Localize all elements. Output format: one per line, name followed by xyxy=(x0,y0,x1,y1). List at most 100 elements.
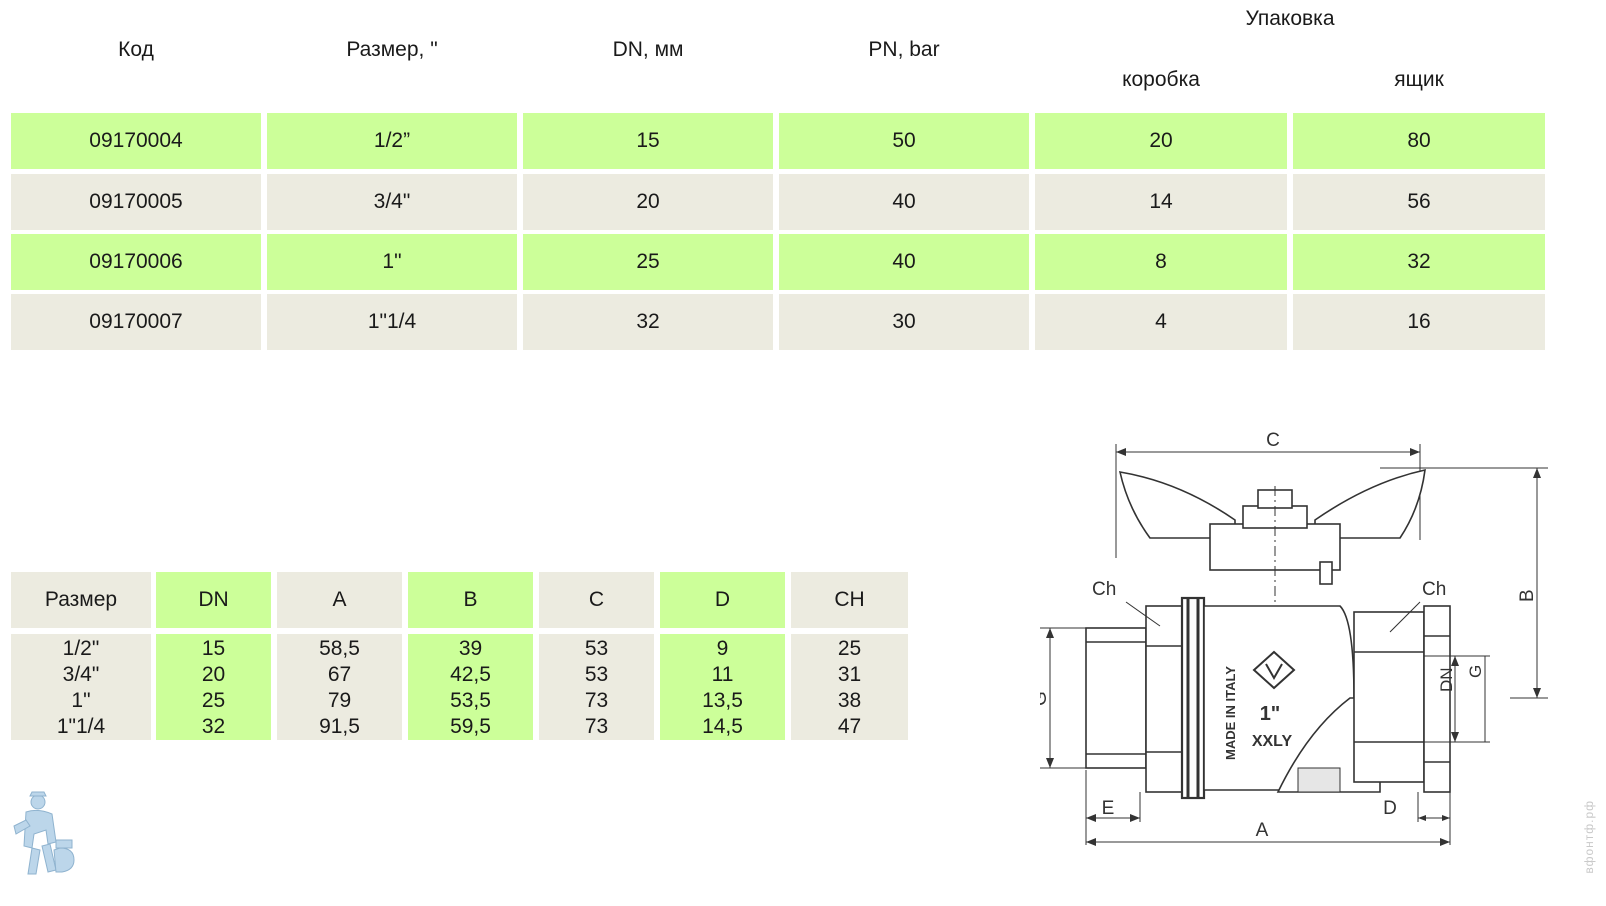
dim-cell: 20 xyxy=(201,663,226,686)
dim-cell: 15 xyxy=(201,637,226,660)
dim-cell: 1"1/4 xyxy=(56,715,106,738)
dim-cell: 42,5 xyxy=(450,663,491,686)
dim-column-a: 58,5 67 79 91,5 xyxy=(277,634,402,740)
dim-cell: 47 xyxy=(837,715,862,738)
table-row: 09170006 1" 25 40 8 32 xyxy=(11,234,1595,290)
valve-body: MADE IN ITALY 1" XXLY xyxy=(1085,596,1451,800)
dim-cell: 39 xyxy=(458,637,483,660)
cell-size: 1" xyxy=(267,234,517,290)
table-row: 09170005 3/4" 20 40 14 56 xyxy=(11,174,1595,230)
dim-cell: 38 xyxy=(837,689,862,712)
dim-header-b: B xyxy=(408,572,533,628)
dim-cell: 1/2" xyxy=(62,637,100,660)
cell-dn: 20 xyxy=(523,174,773,230)
cell-size: 1/2” xyxy=(267,113,517,169)
dim-cell: 91,5 xyxy=(319,715,360,738)
header-crate: ящик xyxy=(1394,68,1444,91)
dim-cell: 79 xyxy=(327,689,352,712)
label-ch-left: Ch xyxy=(1092,579,1116,600)
cell-crate: 80 xyxy=(1293,113,1545,169)
dim-cell: 13,5 xyxy=(702,689,743,712)
dim-header-size: Размер xyxy=(11,572,151,628)
label-e: E xyxy=(1102,798,1115,819)
dimension-e: E xyxy=(1085,770,1141,845)
dim-cell: 53 xyxy=(584,663,609,686)
dim-header-d: D xyxy=(660,572,785,628)
dim-header-a: A xyxy=(277,572,402,628)
dim-cell: 11 xyxy=(711,663,734,686)
cell-size: 1"1/4 xyxy=(267,294,517,350)
dim-cell: 25 xyxy=(837,637,862,660)
butterfly-handle xyxy=(1118,468,1426,610)
cell-dn: 25 xyxy=(523,234,773,290)
dim-cell: 58,5 xyxy=(319,637,360,660)
dim-cell: 73 xyxy=(584,689,609,712)
plumber-mascot-icon xyxy=(13,791,75,875)
header-packaging: Упаковка xyxy=(1245,7,1335,30)
label-a: A xyxy=(1256,820,1269,841)
label-ch-right: Ch xyxy=(1422,579,1446,600)
dim-column-ch: 25 31 38 47 xyxy=(791,634,908,740)
table-row: 09170004 1/2” 15 50 20 80 xyxy=(11,113,1595,169)
cell-crate: 16 xyxy=(1293,294,1545,350)
cell-code: 09170004 xyxy=(11,113,261,169)
size-mark: 1" xyxy=(1260,703,1281,725)
cell-dn: 32 xyxy=(523,294,773,350)
dimension-dn-g-right: DN G xyxy=(1424,655,1490,743)
label-g-left: G xyxy=(1040,691,1051,706)
table-row: 09170007 1"1/4 32 30 4 16 xyxy=(11,294,1595,350)
dim-cell: 9 xyxy=(716,637,729,660)
dim-cell: 53 xyxy=(584,637,609,660)
dim-column-dn: 15 20 25 32 xyxy=(156,634,271,740)
cell-pn: 40 xyxy=(779,174,1029,230)
cell-box: 14 xyxy=(1035,174,1287,230)
watermark: вфонтф.рф xyxy=(1582,800,1596,874)
cell-box: 4 xyxy=(1035,294,1287,350)
cell-size: 3/4" xyxy=(267,174,517,230)
dim-cell: 73 xyxy=(584,715,609,738)
dim-column-c: 53 53 73 73 xyxy=(539,634,654,740)
dim-header-ch: CH xyxy=(791,572,908,628)
cell-crate: 32 xyxy=(1293,234,1545,290)
cell-pn: 30 xyxy=(779,294,1029,350)
dimension-a: A xyxy=(1086,820,1450,846)
cell-code: 09170005 xyxy=(11,174,261,230)
made-in-italy-mark: MADE IN ITALY xyxy=(1223,666,1238,760)
label-d: D xyxy=(1383,798,1397,819)
header-code: Код xyxy=(118,38,154,61)
cell-dn: 15 xyxy=(523,113,773,169)
dim-header-c: C xyxy=(539,572,654,628)
model-mark: XXLY xyxy=(1252,733,1293,750)
dimension-b: B xyxy=(1380,467,1548,699)
valve-technical-drawing: C B xyxy=(1040,430,1548,846)
header-dn: DN, мм xyxy=(612,38,684,61)
cell-code: 09170007 xyxy=(11,294,261,350)
label-g-right: G xyxy=(1466,665,1485,678)
label-c: C xyxy=(1266,430,1280,451)
header-size: Размер, " xyxy=(346,38,438,61)
cell-crate: 56 xyxy=(1293,174,1545,230)
cell-pn: 40 xyxy=(779,234,1029,290)
dim-column-d: 9 11 13,5 14,5 xyxy=(660,634,785,740)
header-box: коробка xyxy=(1122,68,1200,91)
dim-column-b: 39 42,5 53,5 59,5 xyxy=(408,634,533,740)
dim-cell: 59,5 xyxy=(450,715,491,738)
dimension-d: D xyxy=(1383,792,1451,845)
ch-labels: Ch Ch xyxy=(1092,579,1446,633)
dim-cell: 14,5 xyxy=(702,715,743,738)
dim-cell: 53,5 xyxy=(450,689,491,712)
dim-cell: 31 xyxy=(837,663,862,686)
cell-code: 09170006 xyxy=(11,234,261,290)
cell-pn: 50 xyxy=(779,113,1029,169)
dimension-g-left: G xyxy=(1040,627,1086,769)
dim-header-dn: DN xyxy=(156,572,271,628)
dim-cell: 67 xyxy=(327,663,352,686)
cell-box: 8 xyxy=(1035,234,1287,290)
dim-cell: 3/4" xyxy=(62,663,100,686)
cell-box: 20 xyxy=(1035,113,1287,169)
dim-cell: 1" xyxy=(71,689,91,712)
header-pn: PN, bar xyxy=(868,38,940,61)
label-dn: DN xyxy=(1437,667,1456,692)
dim-column-size: 1/2" 3/4" 1" 1"1/4 xyxy=(11,634,151,740)
dim-cell: 25 xyxy=(201,689,226,712)
